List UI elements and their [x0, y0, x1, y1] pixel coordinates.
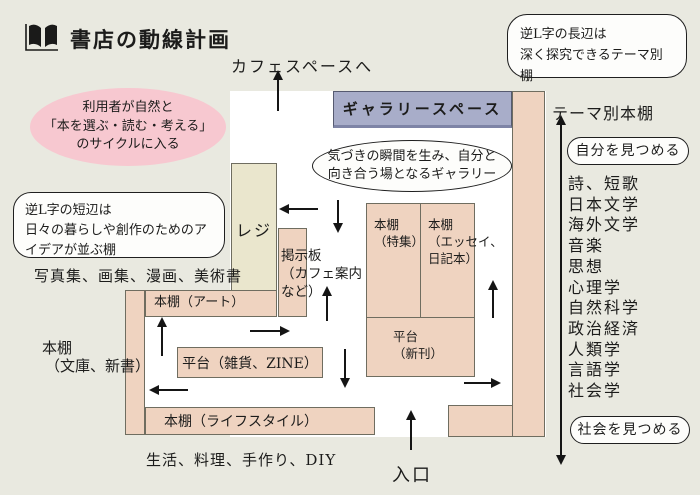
- shelf-art: 本棚（アート）: [145, 290, 277, 317]
- arrow-to-cafe: [277, 79, 279, 111]
- bunko-label-line1: 本棚: [42, 339, 73, 357]
- shelf-lifestyle: 本棚（ライフスタイル）: [145, 407, 375, 435]
- note-short-side-line: イデアが並ぶ棚: [25, 243, 117, 258]
- bunko-label-line2: （文庫、新書）: [45, 357, 151, 375]
- flat-table-zine: 平台（雑貨、ZINE）: [177, 347, 323, 378]
- arrow-entrance-up: [410, 419, 412, 450]
- bulletin-board-label: 掲示板 （カフェ案内 など）: [281, 247, 362, 301]
- note-long-side: 逆L字の長辺は 深く探究できるテーマ別棚: [507, 14, 687, 84]
- note-long-side-line: 逆L字の長辺は: [520, 27, 607, 42]
- open-book-icon: [24, 22, 60, 56]
- theme-item: 思想: [568, 256, 605, 276]
- theme-item: 自然科学: [568, 298, 641, 318]
- theme-item: 心理学: [568, 277, 623, 297]
- theme-item: 詩、短歌: [568, 174, 641, 193]
- theme-item: 海外文学: [568, 215, 641, 235]
- cycle-note-line: 利用者が自然と: [82, 100, 174, 116]
- theme-item: 政治経済: [568, 318, 641, 338]
- note-long-side-line: 深く探究できるテーマ別棚: [520, 48, 663, 84]
- page-header: 書店の動線計画: [24, 22, 231, 56]
- arrow-board-right: [250, 330, 281, 332]
- theme-list: 詩、短歌 日本文学 海外文学 音楽 思想 心理学 自然科学 政治経済 人類学 言…: [568, 174, 640, 402]
- shelf-feature: 本棚 （特集）: [366, 203, 425, 318]
- arrow-corner-right: [464, 382, 492, 384]
- register-counter: レジ: [231, 163, 277, 295]
- arrow-to-register: [288, 208, 318, 210]
- theme-item: 言語学: [568, 360, 623, 380]
- arrow-corridor-up: [492, 289, 494, 318]
- cycle-note-line: 「本を選ぶ・読む・考える」: [43, 118, 213, 134]
- shelf-bunko-bar: [125, 290, 145, 435]
- bulletin-board-line: 掲示板: [281, 248, 322, 264]
- arrow-theme-range: [560, 124, 562, 456]
- theme-item: 音楽: [568, 236, 605, 256]
- note-gallery-line: 気づきの瞬間を生み、自分と: [327, 149, 497, 164]
- theme-shelf-bar: [512, 91, 545, 437]
- theme-shelf-label: テーマ別本棚: [552, 104, 655, 123]
- arrow-board-up: [326, 295, 328, 321]
- shelf-feature-line: （特集）: [374, 234, 425, 249]
- bulletin-board-line: など）: [281, 284, 322, 300]
- gallery-space: ギャラリースペース: [333, 91, 512, 128]
- note-gallery-line: 向き合う場となるギャラリー: [327, 167, 497, 182]
- bubble-self-reflection: 自分を見つめる: [567, 137, 689, 165]
- bulletin-board: [278, 228, 307, 317]
- arrow-center-down: [344, 349, 346, 379]
- shelf-essay-line: （エッセイ、: [428, 234, 503, 249]
- cycle-note: 利用者が自然と 「本を選ぶ・読む・考える」 のサイクルに入る: [30, 88, 226, 166]
- note-gallery: 気づきの瞬間を生み、自分と 向き合う場となるギャラリー: [312, 140, 512, 192]
- note-short-side: 逆L字の短辺は 日々の暮らしや創作のためのア イデアが並ぶ棚: [13, 192, 225, 258]
- shelf-essay-line: 日記本）: [428, 251, 479, 266]
- shelf-essay-line: 本棚: [428, 217, 454, 232]
- arrow-left-zone-left: [158, 389, 188, 391]
- arrow-left-zone-up: [161, 326, 163, 356]
- photo-art-books-label: 写真集、画集、漫画、美術書: [34, 267, 243, 285]
- lifestyle-genres-label: 生活、料理、手作り、DIY: [146, 451, 337, 469]
- flat-table-new: 平台 （新刊）: [366, 317, 475, 377]
- corner-shelf: [448, 405, 513, 437]
- note-short-side-line: 日々の暮らしや創作のためのア: [25, 223, 207, 238]
- flat-new-line: （新刊）: [393, 346, 444, 361]
- flat-new-line: 平台: [393, 329, 419, 344]
- cycle-note-line: のサイクルに入る: [76, 137, 180, 153]
- theme-item: 人類学: [568, 339, 623, 359]
- theme-item: 日本文学: [568, 194, 641, 214]
- shelf-feature-line: 本棚: [374, 217, 400, 232]
- theme-item: 社会学: [568, 381, 623, 401]
- cafe-direction-label: カフェスペースへ: [231, 57, 374, 76]
- page-title: 書店の動線計画: [70, 27, 231, 52]
- bubble-society-reflection: 社会を見つめる: [570, 416, 690, 444]
- entrance-label: 入口: [392, 465, 432, 486]
- arrow-gallery-down: [337, 200, 339, 224]
- bulletin-board-line: （カフェ案内: [281, 266, 362, 282]
- shelf-essay: 本棚 （エッセイ、 日記本）: [420, 203, 503, 318]
- note-short-side-line: 逆L字の短辺は: [25, 203, 112, 218]
